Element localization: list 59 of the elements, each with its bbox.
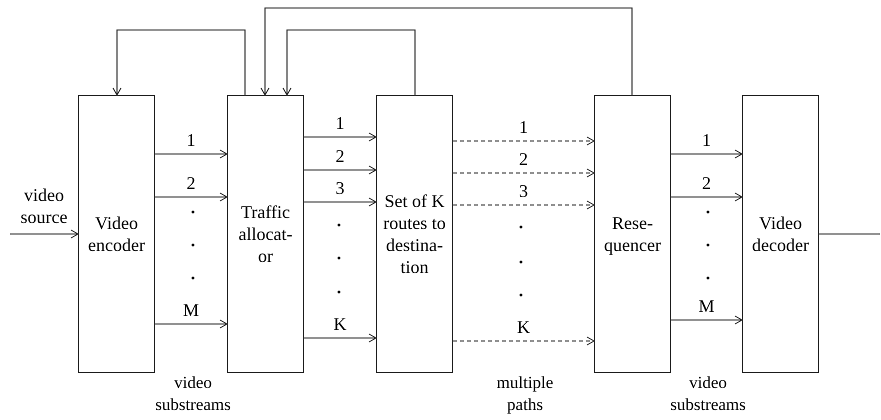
ellipsis-dot: • <box>518 288 524 302</box>
process-box <box>376 95 453 373</box>
ellipsis-dot: • <box>190 205 196 219</box>
arrow <box>671 192 742 202</box>
process-box <box>742 95 819 373</box>
ellipsis-dot: • <box>706 205 710 219</box>
edge-label: M <box>698 295 714 317</box>
edge-label: video source <box>20 184 68 228</box>
box-label: Video decoder <box>751 212 810 256</box>
arrow <box>453 336 594 346</box>
edge-label: 1 <box>702 129 711 151</box>
line <box>819 233 880 235</box>
arrow <box>155 320 228 328</box>
arrow <box>304 198 376 206</box>
arrow <box>671 150 742 158</box>
edge-label: 1 <box>186 129 196 151</box>
arrow <box>453 136 594 146</box>
ellipsis-dot: • <box>518 255 524 269</box>
edge-label: M <box>183 299 199 321</box>
box-label: Rese- quencer <box>603 212 662 256</box>
edge-label: 2 <box>186 172 196 194</box>
ellipsis-dot: • <box>706 238 710 252</box>
edge-label: 3 <box>519 180 528 202</box>
ellipsis-dot: • <box>336 218 342 232</box>
edge-label: 2 <box>702 172 711 194</box>
ellipsis-dot: • <box>706 271 710 285</box>
caption-text: video substreams <box>154 372 232 416</box>
arrow <box>453 200 594 210</box>
arrow <box>155 192 228 202</box>
arrow <box>260 7 633 96</box>
process-box <box>594 95 671 373</box>
process-box <box>78 95 155 373</box>
arrow <box>155 150 228 158</box>
arrow <box>453 168 594 178</box>
ellipsis-dot: • <box>190 238 196 252</box>
ellipsis-dot: • <box>190 271 196 285</box>
process-box <box>227 95 304 373</box>
edge-label: 3 <box>336 177 344 199</box>
arrow <box>304 334 376 342</box>
box-label: Set of K routes to destina- tion <box>383 190 446 278</box>
caption-text: multiple paths <box>496 372 554 416</box>
arrow <box>282 29 416 96</box>
ellipsis-dot: • <box>336 285 342 299</box>
arrow <box>671 316 742 324</box>
edge-label: 1 <box>336 112 344 134</box>
edge-label: K <box>334 313 346 335</box>
arrow <box>304 166 376 174</box>
edge-label: 2 <box>336 145 344 167</box>
ellipsis-dot: • <box>336 251 342 265</box>
ellipsis-dot: • <box>518 220 524 234</box>
edge-label: 2 <box>519 148 528 170</box>
arrow <box>10 230 78 238</box>
edge-label: K <box>517 316 530 338</box>
arrow <box>304 132 376 142</box>
box-label: Video encoder <box>87 212 146 256</box>
edge-label: 1 <box>519 116 528 138</box>
box-label: Traffic allocat- or <box>238 201 294 267</box>
caption-text: video substreams <box>669 372 747 416</box>
arrow <box>112 29 246 96</box>
